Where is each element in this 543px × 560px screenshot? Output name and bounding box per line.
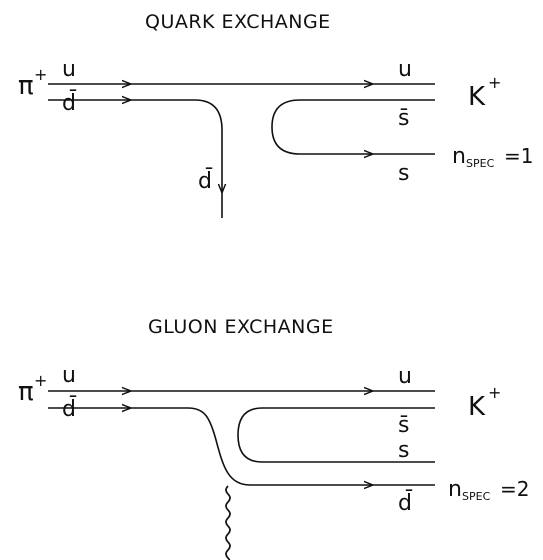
exchanged-quark: d̄ [198, 168, 212, 194]
outgoing-quark-s: s [398, 438, 409, 463]
incoming-meson-charge: + [34, 371, 47, 390]
incoming-quark-u: u [62, 57, 76, 82]
incoming-quark-dbar: d̄ [62, 396, 76, 422]
gluon-exchange-diagram: GLUON EXCHANGE π + u d̄ u s̄ s d̄ K + n … [18, 316, 529, 560]
incoming-quark-u: u [62, 363, 76, 388]
outgoing-quark-s: s [398, 161, 409, 186]
n-spec-subscript: SPEC [462, 490, 491, 503]
n-spec-n: n [448, 477, 462, 502]
outgoing-quark-sbar: s̄ [398, 413, 409, 438]
s-sbar-pair-line [237, 407, 435, 463]
n-spec-value: =2 [500, 477, 529, 501]
quark-exchange-diagram: QUARK EXCHANGE π + u d̄ d̄ u s̄ s K + n … [18, 11, 533, 218]
n-spec-value: =1 [504, 144, 533, 168]
outgoing-meson-label: K [468, 82, 486, 112]
outgoing-quark-u: u [398, 57, 412, 82]
incoming-meson-charge: + [34, 65, 47, 84]
dbar-exchanged-line [48, 99, 223, 218]
incoming-meson-label: π [18, 377, 34, 407]
dbar-quark-line [48, 407, 435, 486]
outgoing-quark-dbar: d̄ [398, 490, 412, 516]
outgoing-quark-u: u [398, 364, 412, 389]
diagram-title: QUARK EXCHANGE [145, 11, 331, 33]
gluon-line [225, 485, 231, 560]
outgoing-meson-label: K [468, 392, 486, 422]
diagram-title: GLUON EXCHANGE [148, 316, 334, 338]
n-spec-subscript: SPEC [466, 157, 495, 170]
outgoing-meson-charge: + [488, 73, 501, 92]
outgoing-meson-charge: + [488, 383, 501, 402]
outgoing-quark-sbar: s̄ [398, 106, 409, 131]
incoming-meson-label: π [18, 71, 34, 101]
s-sbar-pair-line [271, 99, 435, 155]
n-spec-n: n [452, 144, 466, 169]
incoming-quark-dbar: d̄ [62, 90, 76, 116]
